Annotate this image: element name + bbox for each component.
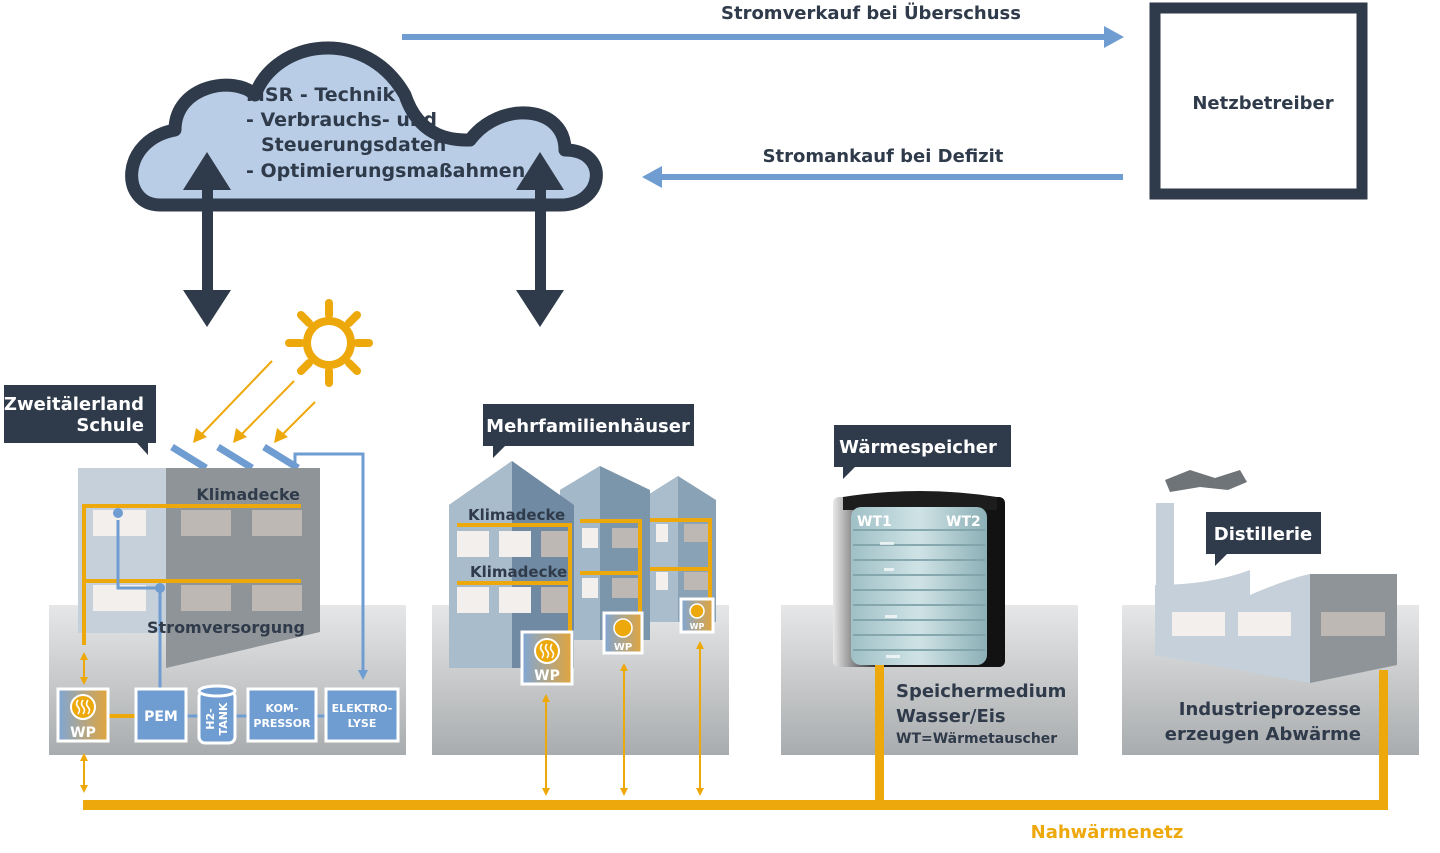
school-title-line2: Schule	[76, 415, 144, 436]
cloud-title: MSR - Technik	[246, 84, 395, 106]
cloud-line-steuerung: Steuerungsdaten	[261, 134, 446, 156]
apartment-heat-pump-2	[602, 611, 644, 655]
data-arrow-left	[183, 152, 231, 327]
heat-icon	[689, 603, 705, 619]
electrolysis-label-line1: ELEKTRO-	[332, 702, 393, 715]
school-power-label: Stromversorgung	[147, 618, 305, 637]
sell-arrow	[402, 26, 1124, 48]
sell-label: Stromverkauf bei Überschuss	[721, 2, 1021, 24]
h2-tank-label-line1: H2-	[204, 708, 217, 729]
compressor-label-line1: KOM-	[266, 702, 299, 715]
distillery-desc-line1: Industrieprozesse	[1179, 699, 1361, 720]
storage-desc-line1: Speichermedium	[896, 681, 1066, 702]
apartment-buildings	[449, 461, 716, 668]
apartment-wp-label-2: WP	[614, 642, 632, 653]
school-wp-label: WP	[70, 725, 96, 741]
apartment-heat-pump-3	[679, 597, 715, 634]
distillery-building	[1155, 470, 1397, 683]
storage-title: Wärmespeicher	[839, 437, 997, 458]
electrolysis-box	[324, 687, 400, 743]
school-ceiling-label: Klimadecke	[196, 485, 300, 504]
sun-rays	[193, 360, 316, 443]
school-building	[78, 452, 368, 690]
pem-label: PEM	[144, 709, 178, 725]
network-label: Nahwärmenetz	[1031, 822, 1184, 843]
cloud-line-optimierung: - Optimierungsmaßahmen	[246, 160, 525, 182]
apartment-heat-pump-1	[520, 630, 574, 686]
network-connectors	[80, 641, 704, 796]
apartment-ceiling-label-2: Klimadecke	[470, 563, 567, 581]
school-heat-pump	[56, 687, 110, 743]
grid-operator-label: Netzbetreiber	[1192, 93, 1333, 114]
cloud-shape	[125, 41, 603, 212]
school-callout	[4, 385, 156, 455]
cloud-line-verbrauch: - Verbrauchs- und	[246, 109, 437, 131]
district-heating-network	[83, 665, 1388, 810]
heat-storage-tank	[833, 491, 1005, 667]
h2-tank-label-line2: TANK	[217, 702, 230, 735]
apartment-wp-label-1: WP	[534, 668, 560, 684]
apartment-ceiling-label-1: Klimadecke	[468, 506, 565, 524]
sun-icon	[285, 299, 373, 387]
distillery-title: Distillerie	[1214, 524, 1312, 545]
buy-label: Stromankauf bei Defizit	[763, 146, 1004, 167]
pem-box	[134, 687, 188, 743]
distillery-desc-line2: erzeugen Abwärme	[1165, 724, 1361, 745]
electrolysis-label-line2: LYSE	[348, 717, 377, 730]
h2-tank	[197, 684, 237, 745]
apartments-callout	[483, 404, 694, 458]
storage-desc-line2: Wasser/Eis	[896, 706, 1006, 727]
distillery-callout	[1206, 512, 1321, 566]
wt1-label: WT1	[857, 514, 892, 530]
msr-cloud: MSR - Technik - Verbrauchs- und Steuerun…	[125, 41, 603, 212]
storage-callout	[834, 425, 1011, 479]
compressor-box	[246, 687, 318, 743]
smoke-icon	[1165, 470, 1247, 492]
storage-desc-line3: WT=Wärmetauscher	[896, 731, 1057, 747]
grid-operator-box	[1149, 2, 1368, 200]
apartments-title: Mehrfamilienhäuser	[486, 416, 690, 437]
wt2-label: WT2	[946, 514, 981, 530]
solar-panels	[170, 444, 300, 471]
buy-arrow	[642, 166, 1123, 188]
data-arrow-right	[516, 152, 564, 327]
apartment-wp-label-3: WP	[690, 622, 705, 631]
school-title-line1: Zweitälerland	[4, 394, 144, 415]
compressor-label-line2: PRESSOR	[253, 717, 311, 730]
heat-icon	[613, 618, 633, 638]
